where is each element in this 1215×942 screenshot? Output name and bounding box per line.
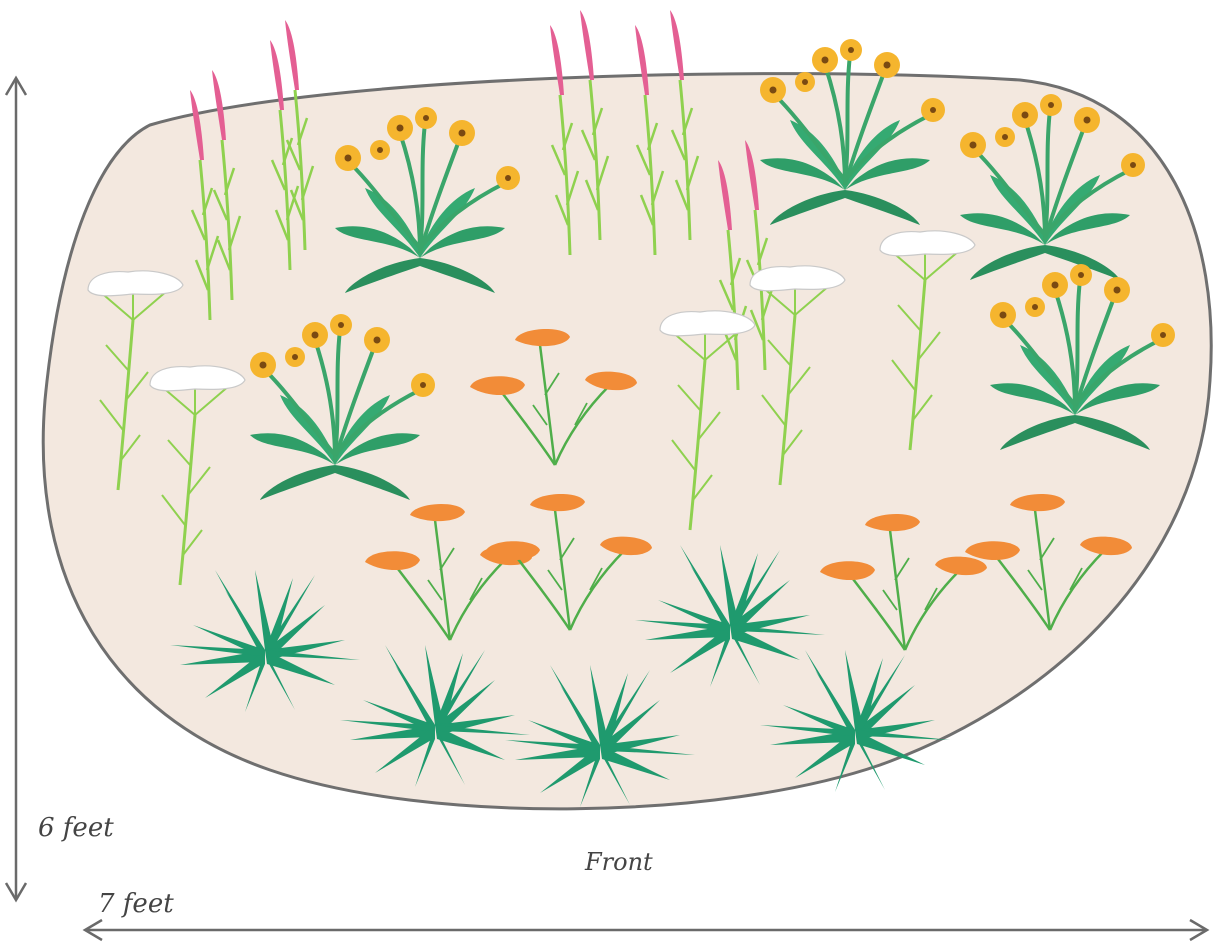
height-dimension-arrow — [6, 78, 26, 900]
front-label: Front — [584, 848, 653, 876]
garden-bed-outline — [43, 74, 1211, 809]
width-label: 7 feet — [98, 889, 174, 919]
width-dimension-arrow — [85, 920, 1207, 940]
height-label: 6 feet — [38, 813, 114, 843]
